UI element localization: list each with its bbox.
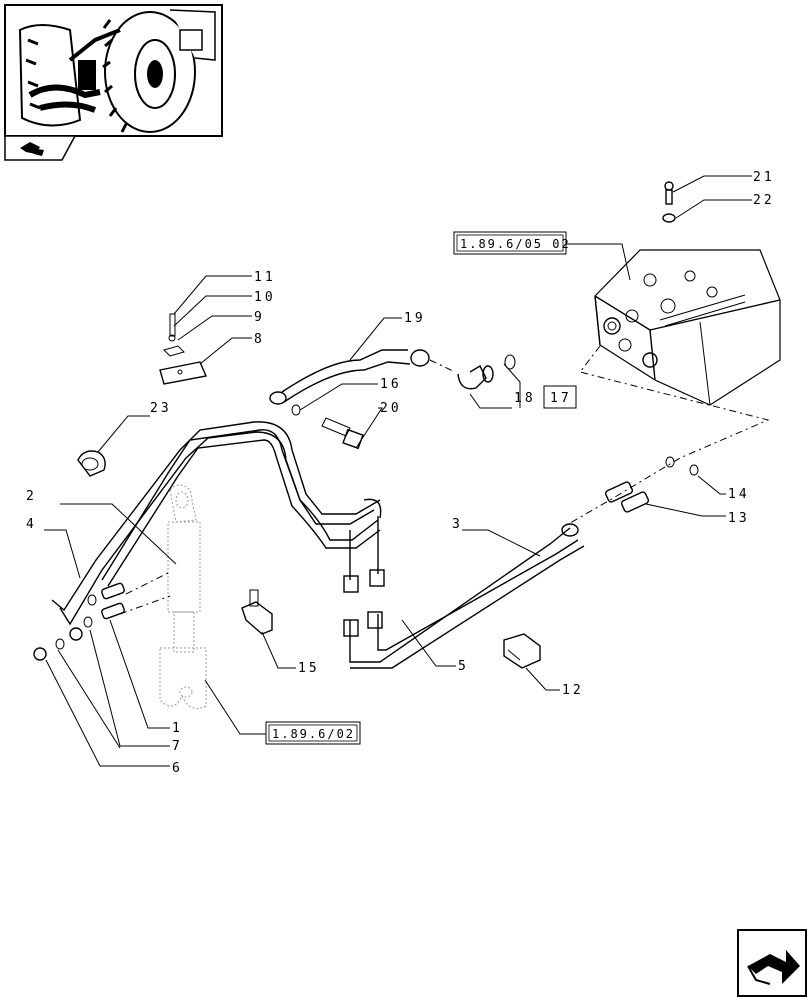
part-16-seal [291,404,301,416]
callout-7: 7 [172,739,183,754]
callout-3: 3 [452,517,463,532]
part-5-pipe [349,527,585,669]
leader-valve-ref [566,243,631,281]
callout-19: 19 [404,311,426,326]
callout-16: 16 [380,377,402,392]
callout-5: 5 [458,659,469,674]
part-1-fitting [101,582,125,620]
callout-9: 9 [254,310,265,325]
lift-cylinder [159,484,207,709]
callout-22: 22 [753,193,775,208]
part-9-10-11-fasteners [163,313,185,357]
callout-11: 11 [254,270,276,285]
part-12-clip [503,633,541,669]
callout-21: 21 [753,170,775,185]
callout-15: 15 [298,661,320,676]
part-3-pipe-fittings [343,523,579,637]
part-23-clamp [77,450,106,477]
part-4-pipe [51,421,382,626]
part-19-pipe [269,349,430,405]
callout-1: 1 [172,721,183,736]
callout-18: 18 [514,391,536,406]
callout-2: 2 [26,489,37,504]
connection-line [564,345,770,527]
part-13-fitting [604,481,650,513]
callout-14: 14 [728,487,750,502]
callout-17-box: 17 [543,385,577,409]
navigation-arrow-icon[interactable] [737,929,807,997]
control-valve-block [594,249,781,406]
part-15-bracket [241,589,273,635]
book-arrow-icon[interactable] [4,135,77,161]
part-21-bolt [664,181,674,205]
callout-13: 13 [728,511,750,526]
part-7-washer [83,594,97,628]
cylinder-reference-label: 1.89.6/02 [272,727,355,741]
part-20-bolt [321,417,364,450]
valve-block-reference-label: 1.89.6/05 02 [460,237,571,251]
part-22-washer [662,213,676,223]
cylinder-reference-box[interactable]: 1.89.6/02 [265,721,361,745]
tractor-thumbnail-icon[interactable] [4,4,223,137]
part-18-elbow [457,365,494,390]
callout-20: 20 [380,401,402,416]
callout-8: 8 [254,332,265,347]
callout-6: 6 [172,761,183,776]
part-2-pipe [101,429,381,587]
part-17-seal [504,354,516,370]
valve-block-reference-box[interactable]: 1.89.6/05 02 [453,231,571,255]
part-6-bolt [33,627,83,661]
callout-10: 10 [254,290,276,305]
callout-4: 4 [26,517,37,532]
part-14-seal [665,456,699,476]
callout-17: 17 [550,391,572,406]
callout-23: 23 [150,401,172,416]
part-8-plate [159,361,207,385]
callout-12: 12 [562,683,584,698]
